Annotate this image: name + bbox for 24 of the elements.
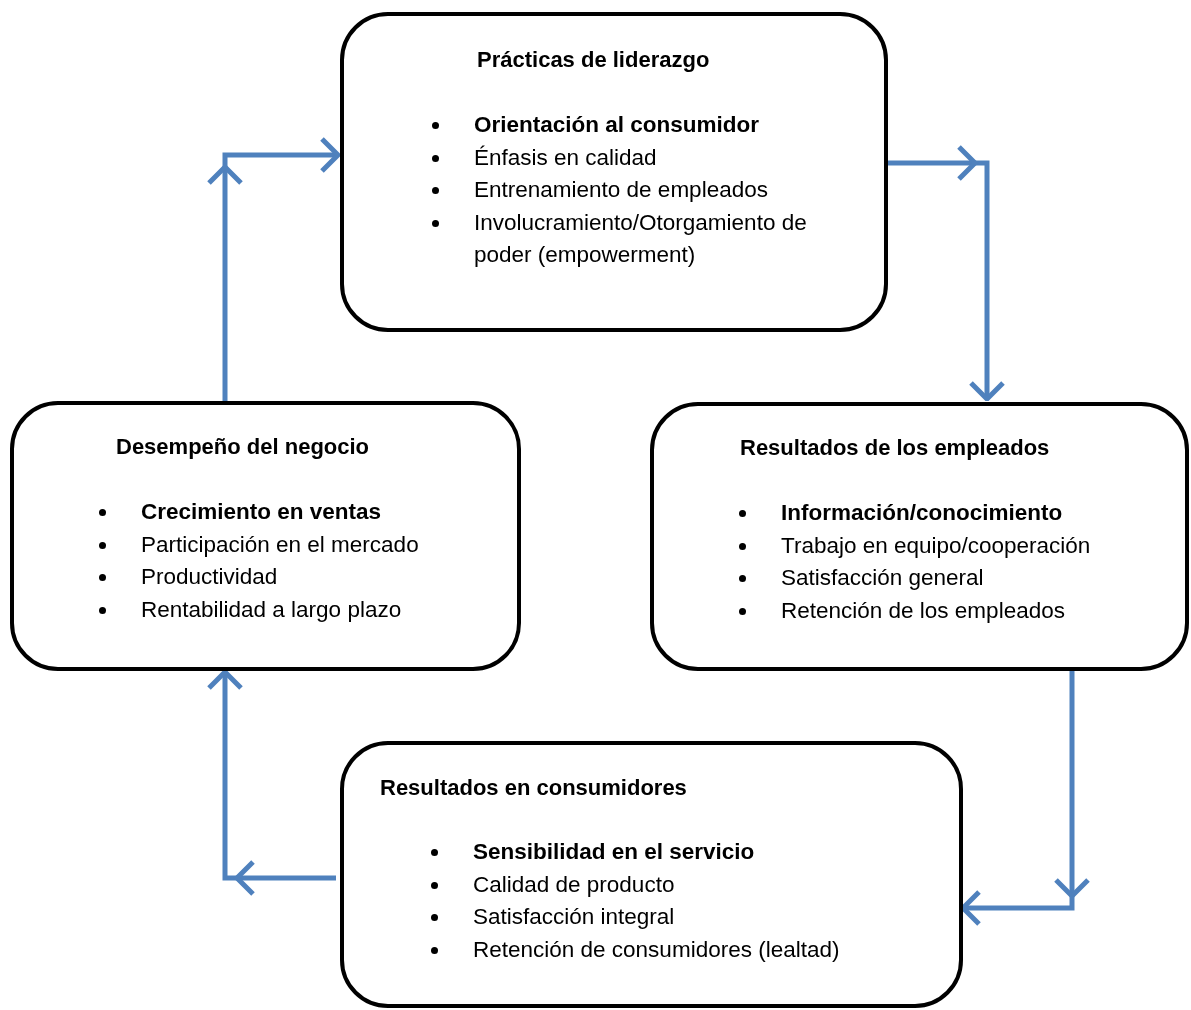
bullet-item: Énfasis en calidad [432,141,832,174]
bullet-item: Orientación al consumidor [432,109,832,142]
bullet-item: Participación en el mercado [99,528,499,561]
box-heading: Resultados de los empleados [740,435,1050,461]
bullet-item: Retención de consumidores (lealtad) [431,933,931,966]
rounded-box [650,402,1189,671]
bullet-item: Satisfacción integral [431,901,931,934]
bullet-item: Rentabilidad a largo plazo [99,593,499,626]
box-heading: Resultados en consumidores [380,775,687,801]
bullet-item: Satisfacción general [739,562,1159,595]
bullet-item: Trabajo en equipo/cooperación [739,529,1159,562]
rounded-box [340,12,888,332]
bullet-item: Retención de los empleados [739,594,1159,627]
rounded-box [340,741,963,1008]
bullet-item: Entrenamiento de empleados [432,174,832,207]
box-heading: Desempeño del negocio [116,434,370,460]
bullet-item: Información/conocimiento [739,497,1159,530]
rounded-box [10,401,521,671]
bullet-item: Crecimiento en ventas [99,496,499,529]
bullet-item: Productividad [99,561,499,594]
box-heading: Prácticas de liderazgo [477,47,710,73]
bullet-item: Involucramiento/Otorgamiento de poder (empowerment) [432,206,832,272]
bullet-item: Calidad de producto [431,868,931,901]
bullet-item: Sensibilidad en el servicio [431,836,931,869]
